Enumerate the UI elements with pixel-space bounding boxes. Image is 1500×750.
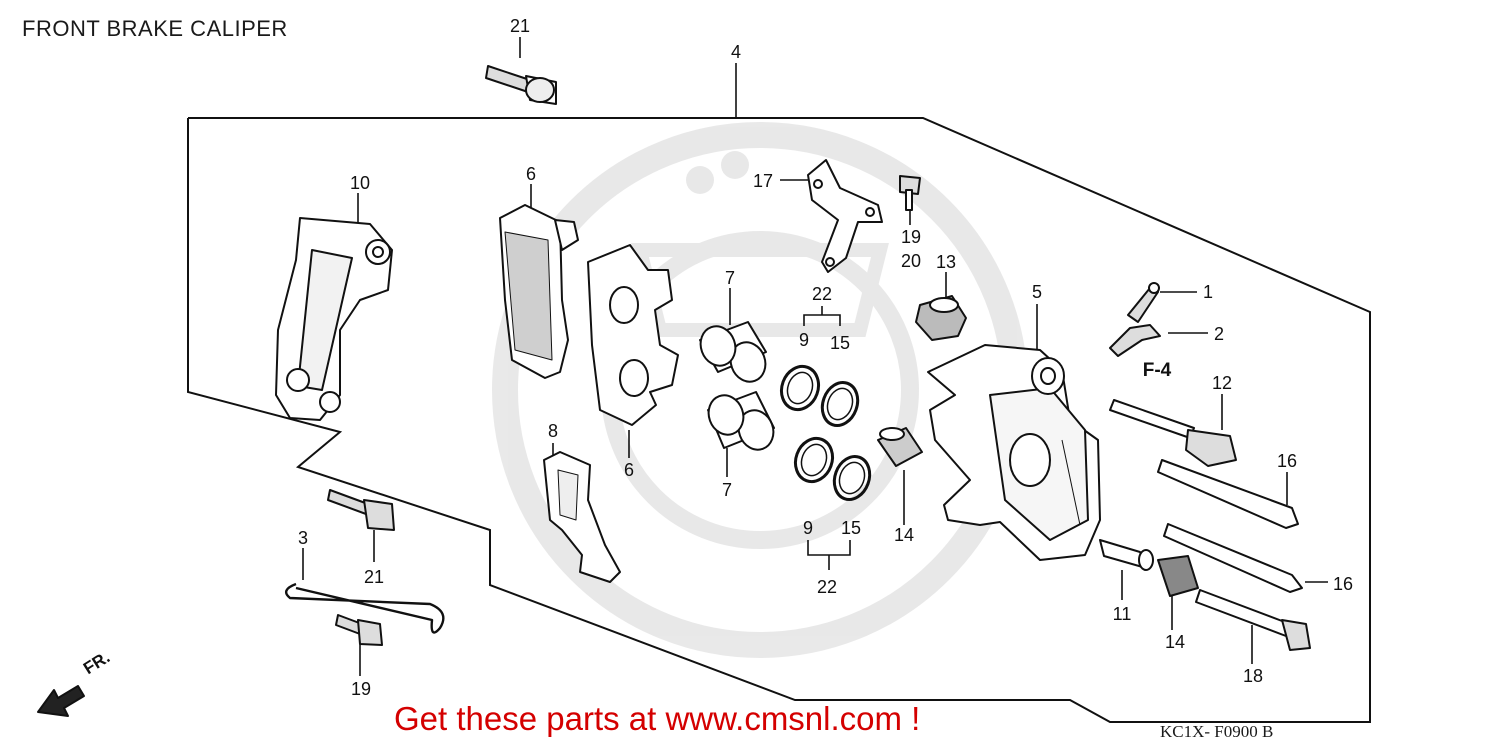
callout-16: 16 (1277, 451, 1297, 471)
callout-7: 7 (725, 268, 735, 288)
caliper-assembly-outline (187, 117, 1371, 723)
callout-9: 9 (799, 330, 809, 350)
front-direction-arrow-icon (37, 685, 85, 717)
callout-12: 12 (1212, 373, 1232, 393)
bolt-21-bottom (327, 489, 395, 531)
callout-7: 7 (722, 480, 732, 500)
callout-9: 9 (803, 518, 813, 538)
callout-21: 21 (364, 567, 384, 587)
callout-labels: 1234566778991011121314141515161617181919… (298, 16, 1353, 699)
callout-19: 19 (901, 227, 921, 247)
callout-1: 1 (1203, 282, 1213, 302)
callout-15: 15 (830, 333, 850, 353)
clip-3 (284, 582, 445, 634)
callout-8: 8 (548, 421, 558, 441)
page-title: FRONT BRAKE CALIPER (22, 16, 288, 41)
bolt-19-top (899, 175, 921, 211)
bolt-12 (1109, 399, 1237, 467)
callout-4: 4 (731, 42, 741, 62)
callout-2: 2 (1214, 324, 1224, 344)
pin-16-a (1157, 459, 1299, 529)
pin-16-b (1163, 523, 1303, 593)
piston-7-a (699, 321, 767, 383)
brake-pad-6-a (499, 204, 579, 379)
callout-11: 11 (1113, 604, 1132, 624)
bleeder-1 (1127, 282, 1160, 323)
callout-13: 13 (936, 252, 956, 272)
bolt-19-bottom (335, 614, 383, 646)
callout-20: 20 (901, 251, 921, 271)
sleeve-11 (1099, 539, 1154, 571)
callout-6: 6 (624, 460, 634, 480)
callout-5: 5 (1032, 282, 1042, 302)
callout-10: 10 (350, 173, 370, 193)
cap-2 (1109, 324, 1161, 357)
piston-7-b (707, 391, 775, 451)
parts (37, 65, 1311, 717)
callout-3: 3 (298, 528, 308, 548)
callout-6: 6 (526, 164, 536, 184)
caliper-bracket-10 (275, 217, 393, 421)
caliper-body-5 (927, 344, 1101, 561)
boot-14-a (877, 427, 923, 467)
callout-21: 21 (510, 16, 530, 36)
boot-14-b (1157, 555, 1199, 597)
bolt-18 (1195, 589, 1311, 651)
promo-text: Get these parts at www.cmsnl.com ! (394, 700, 921, 737)
callout-22: 22 (817, 577, 837, 597)
callout-22: 22 (812, 284, 832, 304)
callout-14: 14 (894, 525, 914, 545)
boot-13 (915, 295, 967, 341)
callout-19: 19 (351, 679, 371, 699)
callout-16: 16 (1333, 574, 1353, 594)
callout-17: 17 (753, 171, 773, 191)
pad-spring-8 (543, 451, 621, 583)
callout-15: 15 (841, 518, 861, 538)
bolt-21-top (485, 65, 557, 105)
reference-f4: F-4 (1143, 360, 1172, 381)
brake-pad-6-b (587, 244, 679, 426)
seals-9-15 (779, 364, 872, 501)
callout-18: 18 (1243, 666, 1263, 686)
plate-17 (807, 159, 883, 273)
callout-14: 14 (1165, 632, 1185, 652)
diagram-code: KC1X- F0900 B (1160, 722, 1274, 741)
